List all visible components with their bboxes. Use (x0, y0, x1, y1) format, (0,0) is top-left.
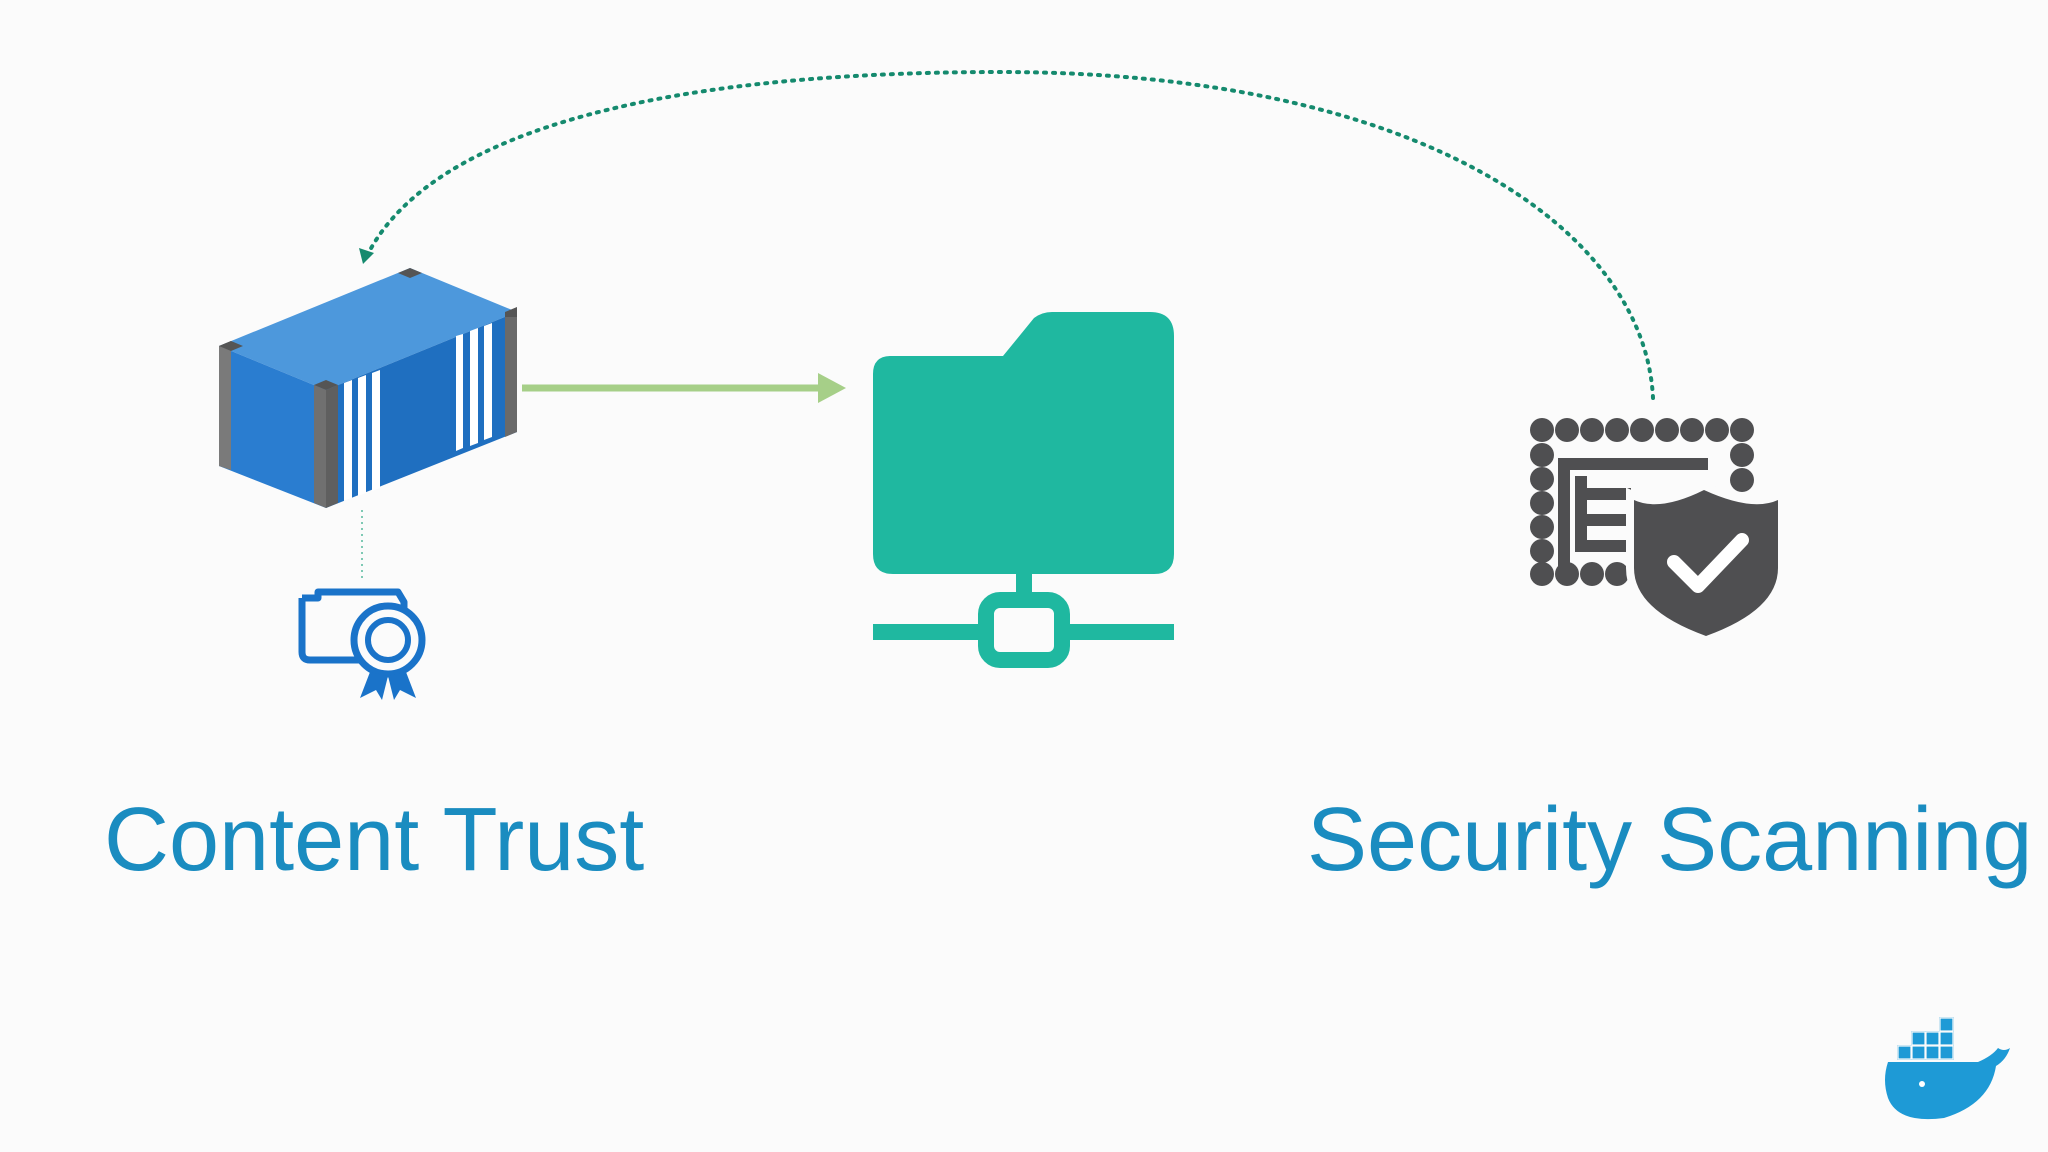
shipping-container-icon (219, 268, 517, 508)
scan-feedback-arrowhead (359, 248, 374, 264)
content-trust-label: Content Trust (104, 790, 645, 890)
docker-whale-logo (1885, 1017, 2010, 1120)
certificate-ribbon-icon (298, 588, 426, 700)
document-shield-check-icon (1530, 418, 1786, 645)
scan-feedback-arrow (362, 69, 1655, 400)
push-arrow (522, 373, 846, 403)
security-scanning-label: Security Scanning (1307, 790, 2033, 890)
network-folder-icon (873, 312, 1174, 668)
